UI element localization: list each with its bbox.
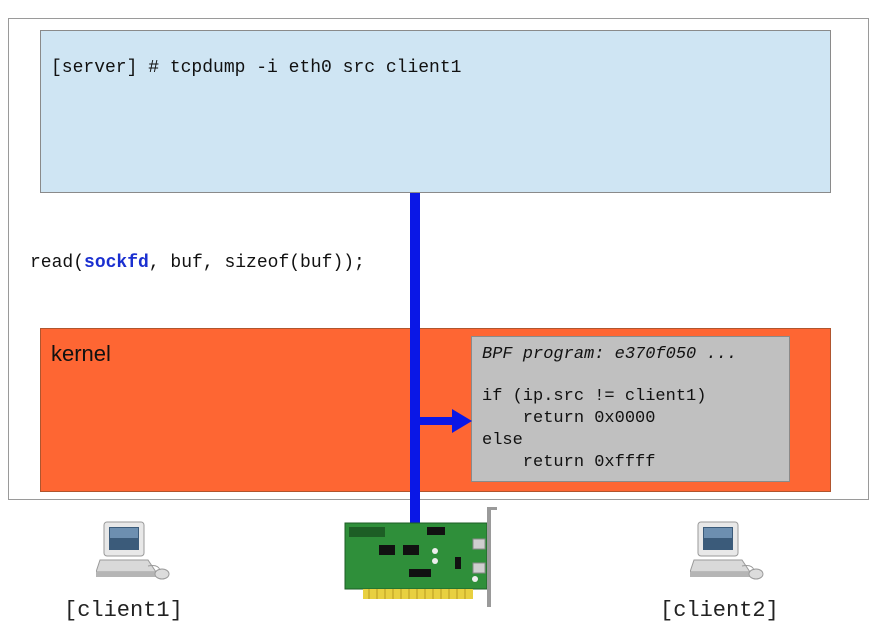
tcpdump-command: [server] # tcpdump -i eth0 src client1 (51, 58, 462, 78)
syscall-prefix: read( (30, 253, 85, 273)
bpf-line: return 0x0000 (482, 409, 656, 428)
bpf-title: BPF program: e370f050 ... (482, 345, 738, 364)
computer-icon (96, 521, 170, 580)
bpf-line: if (ip.src != client1) (482, 387, 707, 406)
bpf-line: else (482, 431, 523, 450)
client2-label: [client2] (660, 598, 779, 623)
syscall-suffix: , buf, sizeof(buf)); (148, 253, 365, 273)
packet-path-line (410, 193, 420, 523)
terminal-box: [server] # tcpdump -i eth0 src client1 (40, 30, 831, 193)
sockfd-highlight: sockfd (84, 253, 149, 273)
client1-label: [client1] (64, 598, 183, 623)
bpf-program-box: BPF program: e370f050 ... if (ip.src != … (471, 336, 790, 482)
kernel-label: kernel (51, 341, 111, 366)
filter-arrow-icon (420, 409, 472, 433)
bpf-line: return 0xffff (482, 453, 656, 472)
network-card-icon (344, 507, 497, 607)
computer-icon (690, 521, 764, 580)
read-syscall: read(sockfd, buf, sizeof(buf)); (30, 253, 365, 273)
